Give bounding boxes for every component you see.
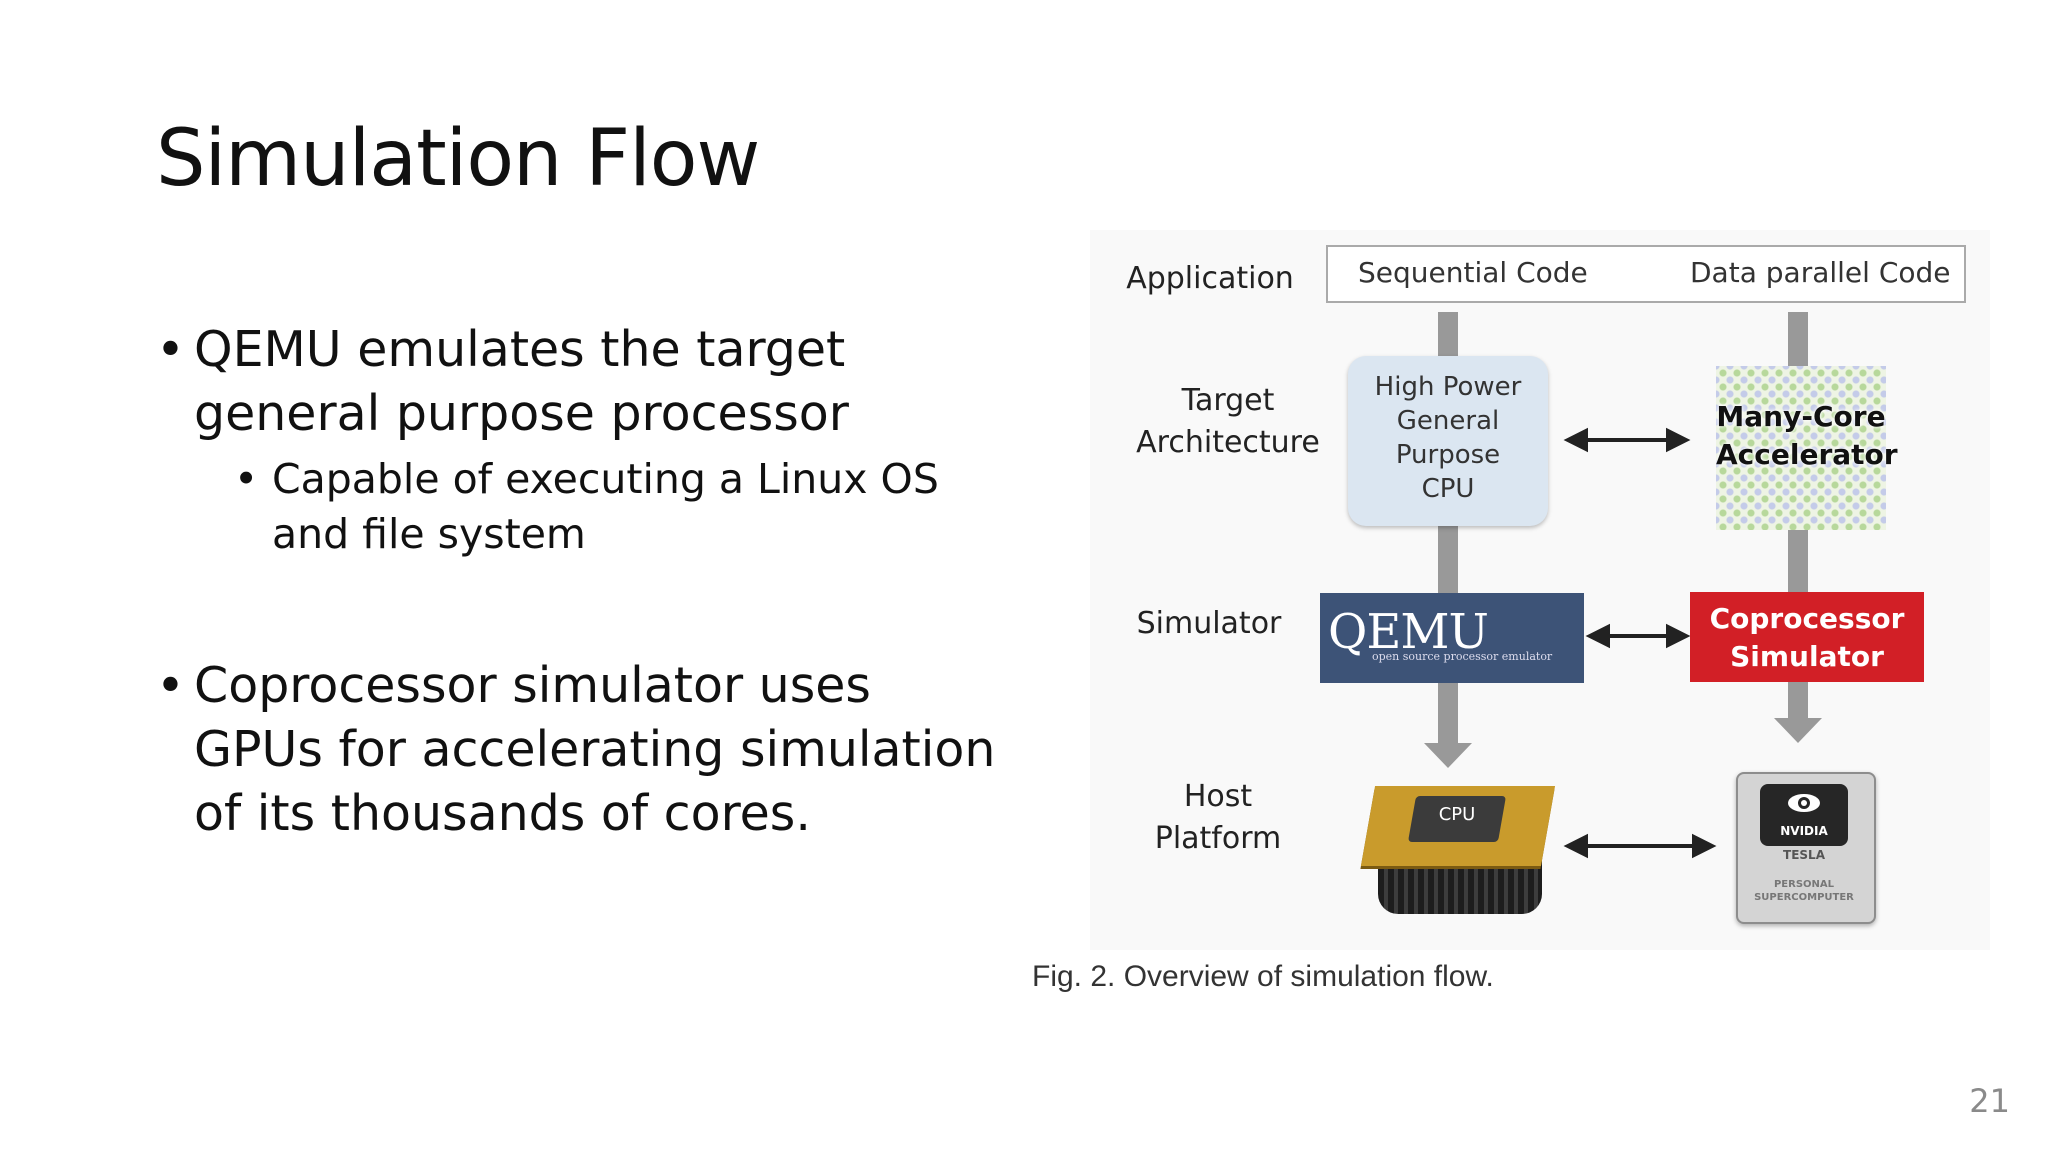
row-label-host-line-1: Host [1183, 779, 1253, 814]
arrowhead [1666, 623, 1691, 649]
row-label-target: Target Architecture [1130, 380, 1326, 464]
row-label-application: Application [1126, 261, 1294, 296]
coprocessor-simulator-box [1690, 592, 1924, 682]
coprocessor-line: Coprocessor [1709, 602, 1905, 635]
bullet-1-line-2: general purpose processor [194, 385, 849, 442]
sub-bullet-dot: • [234, 455, 259, 503]
down-arrowhead [1774, 718, 1822, 743]
tesla-footer-line: PERSONAL [1773, 879, 1835, 890]
row-label-simulator: Simulator [1136, 606, 1282, 641]
many-core-line: Accelerator [1716, 438, 1898, 471]
row-label-host: Host Platform [1140, 776, 1296, 860]
tesla-footer-line: SUPERCOMPUTER [1754, 892, 1854, 903]
qemu-logo [1320, 593, 1584, 683]
flow-shaft [1438, 683, 1458, 743]
nvidia-eye-icon [1788, 794, 1820, 812]
down-arrowhead [1424, 743, 1472, 768]
flow-shaft [1788, 312, 1808, 366]
bullet-2-line-2: GPUs for accelerating simulation [194, 721, 996, 778]
flow-shaft [1438, 526, 1458, 593]
app-data-parallel-code: Data parallel Code [1690, 256, 1951, 289]
bullet-list: • QEMU emulates the target general purpo… [156, 318, 1016, 846]
tesla-footer-text: PERSONAL SUPERCOMPUTER [1740, 878, 1868, 904]
many-core-mesh-image [1716, 366, 1886, 530]
cpu-chip-label: CPU [1438, 804, 1476, 825]
arrowhead [1585, 623, 1610, 649]
cpu-card-line: Purpose [1395, 440, 1501, 470]
sub-bullet-1-line-1: Capable of executing a Linux OS [272, 455, 939, 503]
tesla-model-text: TESLA [1783, 848, 1825, 862]
coprocessor-simulator-text: Coprocessor Simulator [1690, 600, 1924, 676]
cpu-card-line: General [1396, 406, 1500, 436]
qemu-logo-text: QEMU [1328, 604, 1489, 660]
row-label-target-line-1: Target [1181, 383, 1275, 418]
sub-bullet-1-line-2: and file system [272, 510, 586, 558]
arrowhead [1692, 833, 1717, 859]
flow-shaft [1788, 682, 1808, 718]
bullet-2-line-1: Coprocessor simulator uses [194, 657, 871, 714]
high-power-cpu-card [1348, 356, 1548, 526]
flow-shaft [1788, 530, 1808, 592]
arrowhead [1563, 427, 1588, 453]
many-core-line: Many-Core [1716, 400, 1886, 433]
sub-bullet-1: • Capable of executing a Linux OS and fi… [156, 452, 1016, 562]
bullet-dot: • [156, 657, 185, 714]
cpu-heatsink-icon [1378, 858, 1542, 914]
arrowhead [1666, 427, 1691, 453]
bullet-1: • QEMU emulates the target general purpo… [156, 318, 1016, 446]
slide-title: Simulation Flow [156, 114, 760, 204]
bullet-2: • Coprocessor simulator uses GPUs for ac… [156, 654, 1016, 846]
figure-caption: Fig. 2. Overview of simulation flow. [1032, 960, 1494, 993]
bullet-1-line-1: QEMU emulates the target [194, 321, 846, 378]
many-core-accelerator-text: Many-Core Accelerator [1716, 398, 1898, 474]
app-sequential-code: Sequential Code [1358, 256, 1588, 289]
nvidia-brand-text: NVIDIA [1780, 824, 1828, 838]
cpu-card-line: CPU [1421, 474, 1475, 504]
bullet-2-line-3: of its thousands of cores. [194, 785, 811, 842]
bullet-dot: • [156, 321, 185, 378]
row-label-host-line-2: Platform [1154, 821, 1282, 856]
arrowhead [1563, 833, 1588, 859]
application-box [1326, 245, 1966, 303]
row-label-target-line-2: Architecture [1136, 425, 1320, 460]
page-number: 21 [1969, 1082, 2010, 1120]
coprocessor-line: Simulator [1730, 640, 1884, 673]
high-power-cpu-text: High Power General Purpose CPU [1348, 370, 1548, 506]
cpu-card-line: High Power [1374, 372, 1522, 402]
flow-shaft [1438, 312, 1458, 356]
qemu-logo-subtitle: open source processor emulator [1372, 650, 1553, 663]
